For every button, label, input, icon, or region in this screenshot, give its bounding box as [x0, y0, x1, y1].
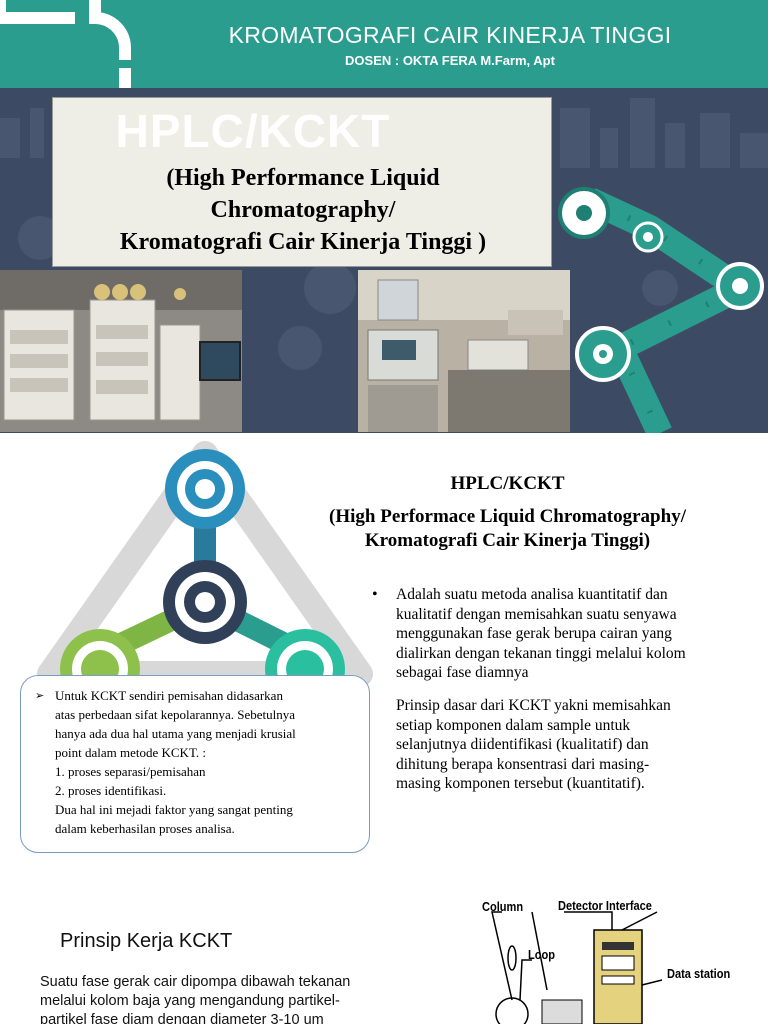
slide3-heading: Prinsip Kerja KCKT	[60, 930, 233, 952]
slide1-title-line: Kromatografi Cair Kinerja Tinggi )	[119, 229, 487, 255]
bullet-line: dialirkan dengan tekanan tinggi melalui …	[396, 644, 686, 662]
note-line: 1. proses separasi/pemisahan	[55, 764, 206, 779]
slide1-title-big: HPLC/KCKT	[115, 105, 391, 157]
paragraph-line: dihitung berapa konsentrasi dari masing-	[396, 755, 650, 773]
slide2-title: HPLC/KCKT	[450, 473, 565, 494]
slide2-principle-paragraph: Prinsip dasar dari KCKT yakni memisahkan…	[396, 696, 764, 794]
bullet-line: sebagai fase diamnya	[396, 664, 529, 681]
note-line: atas perbedaan sifat kepolarannya. Sebet…	[55, 707, 296, 722]
note-line: Dua hal ini mejadi faktor yang sangat pe…	[55, 802, 293, 817]
gear-icon	[163, 560, 247, 644]
gear-triangle-graphic	[37, 441, 373, 684]
note-line: point dalam metode KCKT. :	[55, 745, 207, 760]
note-line: 2. proses identifikasi.	[55, 783, 167, 798]
slide2-subtitle-line: (High Performace Liquid Chromatography/	[329, 506, 686, 527]
paragraph-line: setiap komponen dalam sample untuk	[396, 716, 631, 734]
note-line: Untuk KCKT sendiri pemisahan didasarkan	[55, 688, 283, 703]
diagram-label-loop: Loop	[528, 947, 556, 962]
paragraph-line: selanjutnya diidentifikasi (kualitatif) …	[396, 736, 649, 753]
slide2-bullet-definition: • Adalah suatu metoda analisa kuantitati…	[372, 585, 762, 683]
slide1-title-line: (High Performance Liquid	[166, 165, 440, 191]
paragraph-line: masing komponen tersebut (kuantitatif).	[396, 775, 645, 792]
slide3-text-line: melalui kolom baja yang mengandung parti…	[40, 993, 340, 1009]
note-line: hanya ada dua hal utama yang menjadi kru…	[55, 726, 296, 741]
hplc-instrument-photo-left	[0, 270, 242, 432]
slide1-decor	[0, 98, 768, 433]
slide3-text-line: Suatu fase gerak cair dipompa dibawah te…	[40, 974, 351, 990]
bullet-line: Adalah suatu metoda analisa kuantitatif …	[396, 586, 668, 603]
slide1-title-line: Chromatography/	[210, 197, 396, 223]
hplc-system-diagram: Column Detector Interface Loop Data stat…	[452, 890, 768, 1024]
slide2-subtitle-line: Kromatografi Cair Kinerja Tinggi)	[364, 530, 651, 551]
paragraph-line: Prinsip dasar dari KCKT yakni memisahkan	[396, 697, 671, 714]
slide-logo-icon	[0, 0, 131, 88]
slide1-header-title: KROMATOGRAFI CAIR KINERJA TINGGI	[228, 22, 672, 48]
slide3-text-line: partikel fase diam dengan diameter 3-10 …	[40, 1012, 324, 1024]
diagram-label-column: Column	[482, 899, 524, 914]
gear-icon	[165, 449, 245, 529]
slide1-header-subtitle: DOSEN : OKTA FERA M.Farm, Apt	[345, 53, 555, 68]
bullet-line: kualitatif dengan memisahkan suatu senya…	[396, 605, 677, 623]
slide3-text: Suatu fase gerak cair dipompa dibawah te…	[40, 973, 390, 1024]
slide2-note-box: ➢ Untuk KCKT sendiri pemisahan didasarka…	[20, 675, 370, 853]
arrow-bullet-icon: ➢	[35, 690, 45, 702]
diagram-label-data-station: Data station	[667, 966, 731, 981]
note-line: dalam keberhasilan proses analisa.	[55, 821, 235, 836]
slide2-subtitle: (High Performace Liquid Chromatography/ …	[285, 505, 730, 553]
slide1-title-text: (High Performance Liquid Chromatography/…	[63, 162, 543, 258]
slide1-title-box: HPLC/KCKT (High Performance Liquid Chrom…	[52, 97, 552, 267]
hplc-instrument-photo-right	[358, 270, 570, 432]
bullet-line: menggunakan fase gerak berupa cairan yan…	[396, 625, 672, 642]
robot-arm-icon	[558, 187, 764, 433]
bullet-icon: •	[372, 586, 378, 603]
diagram-label-detector: Detector Interface	[558, 898, 652, 913]
